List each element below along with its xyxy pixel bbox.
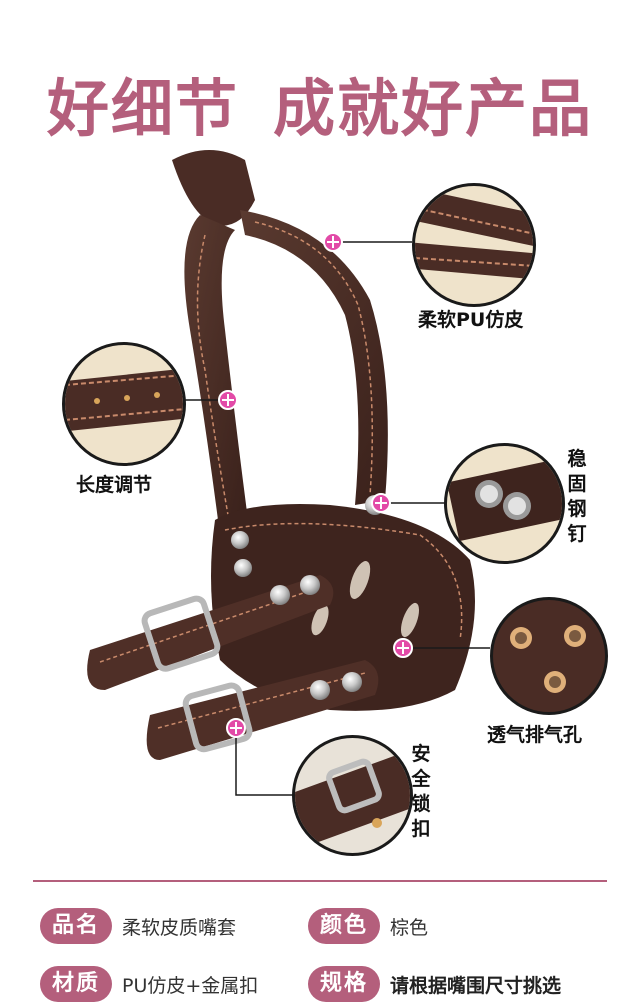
headline-part-2: 成就好产品 xyxy=(273,72,594,145)
headline-part-1: 好细节 xyxy=(46,72,239,145)
spec-divider xyxy=(33,880,607,882)
spec-name: 品名 柔软皮质嘴套 xyxy=(40,908,236,944)
spec-name-value: 柔软皮质嘴套 xyxy=(122,916,237,939)
zoom-detail-length-adjust xyxy=(62,342,186,466)
spec-material-value: PU仿皮+金属扣 xyxy=(122,974,259,997)
spec-material-tag: 材质 xyxy=(40,966,113,1002)
callout-vent-holes: 透气排气孔 xyxy=(487,724,583,746)
callout-safety-buckle: 安全锁扣 xyxy=(411,743,431,840)
zoom-detail-rivets xyxy=(444,443,565,564)
product-image-muzzle xyxy=(87,150,490,796)
spec-size: 规格 请根据嘴围尺寸挑选 xyxy=(308,966,561,1002)
headline: 好细节成就好产品 xyxy=(0,58,640,148)
callout-soft-pu: 柔软PU仿皮 xyxy=(418,309,524,331)
zoom-detail-vent-holes xyxy=(490,597,608,715)
spec-size-value: 请根据嘴围尺寸挑选 xyxy=(390,974,562,997)
spec-color-value: 棕色 xyxy=(390,916,429,939)
zoom-detail-soft-pu xyxy=(412,183,536,307)
spec-color-tag: 颜色 xyxy=(308,908,381,944)
callout-length-adjust: 长度调节 xyxy=(76,474,153,496)
spec-name-tag: 品名 xyxy=(40,908,113,944)
zoom-detail-safety-buckle xyxy=(292,735,413,856)
spec-color: 颜色 棕色 xyxy=(308,908,428,944)
spec-material: 材质 PU仿皮+金属扣 xyxy=(40,966,258,1002)
spec-size-tag: 规格 xyxy=(308,966,381,1002)
callout-rivets: 稳固钢钉 xyxy=(567,448,587,545)
